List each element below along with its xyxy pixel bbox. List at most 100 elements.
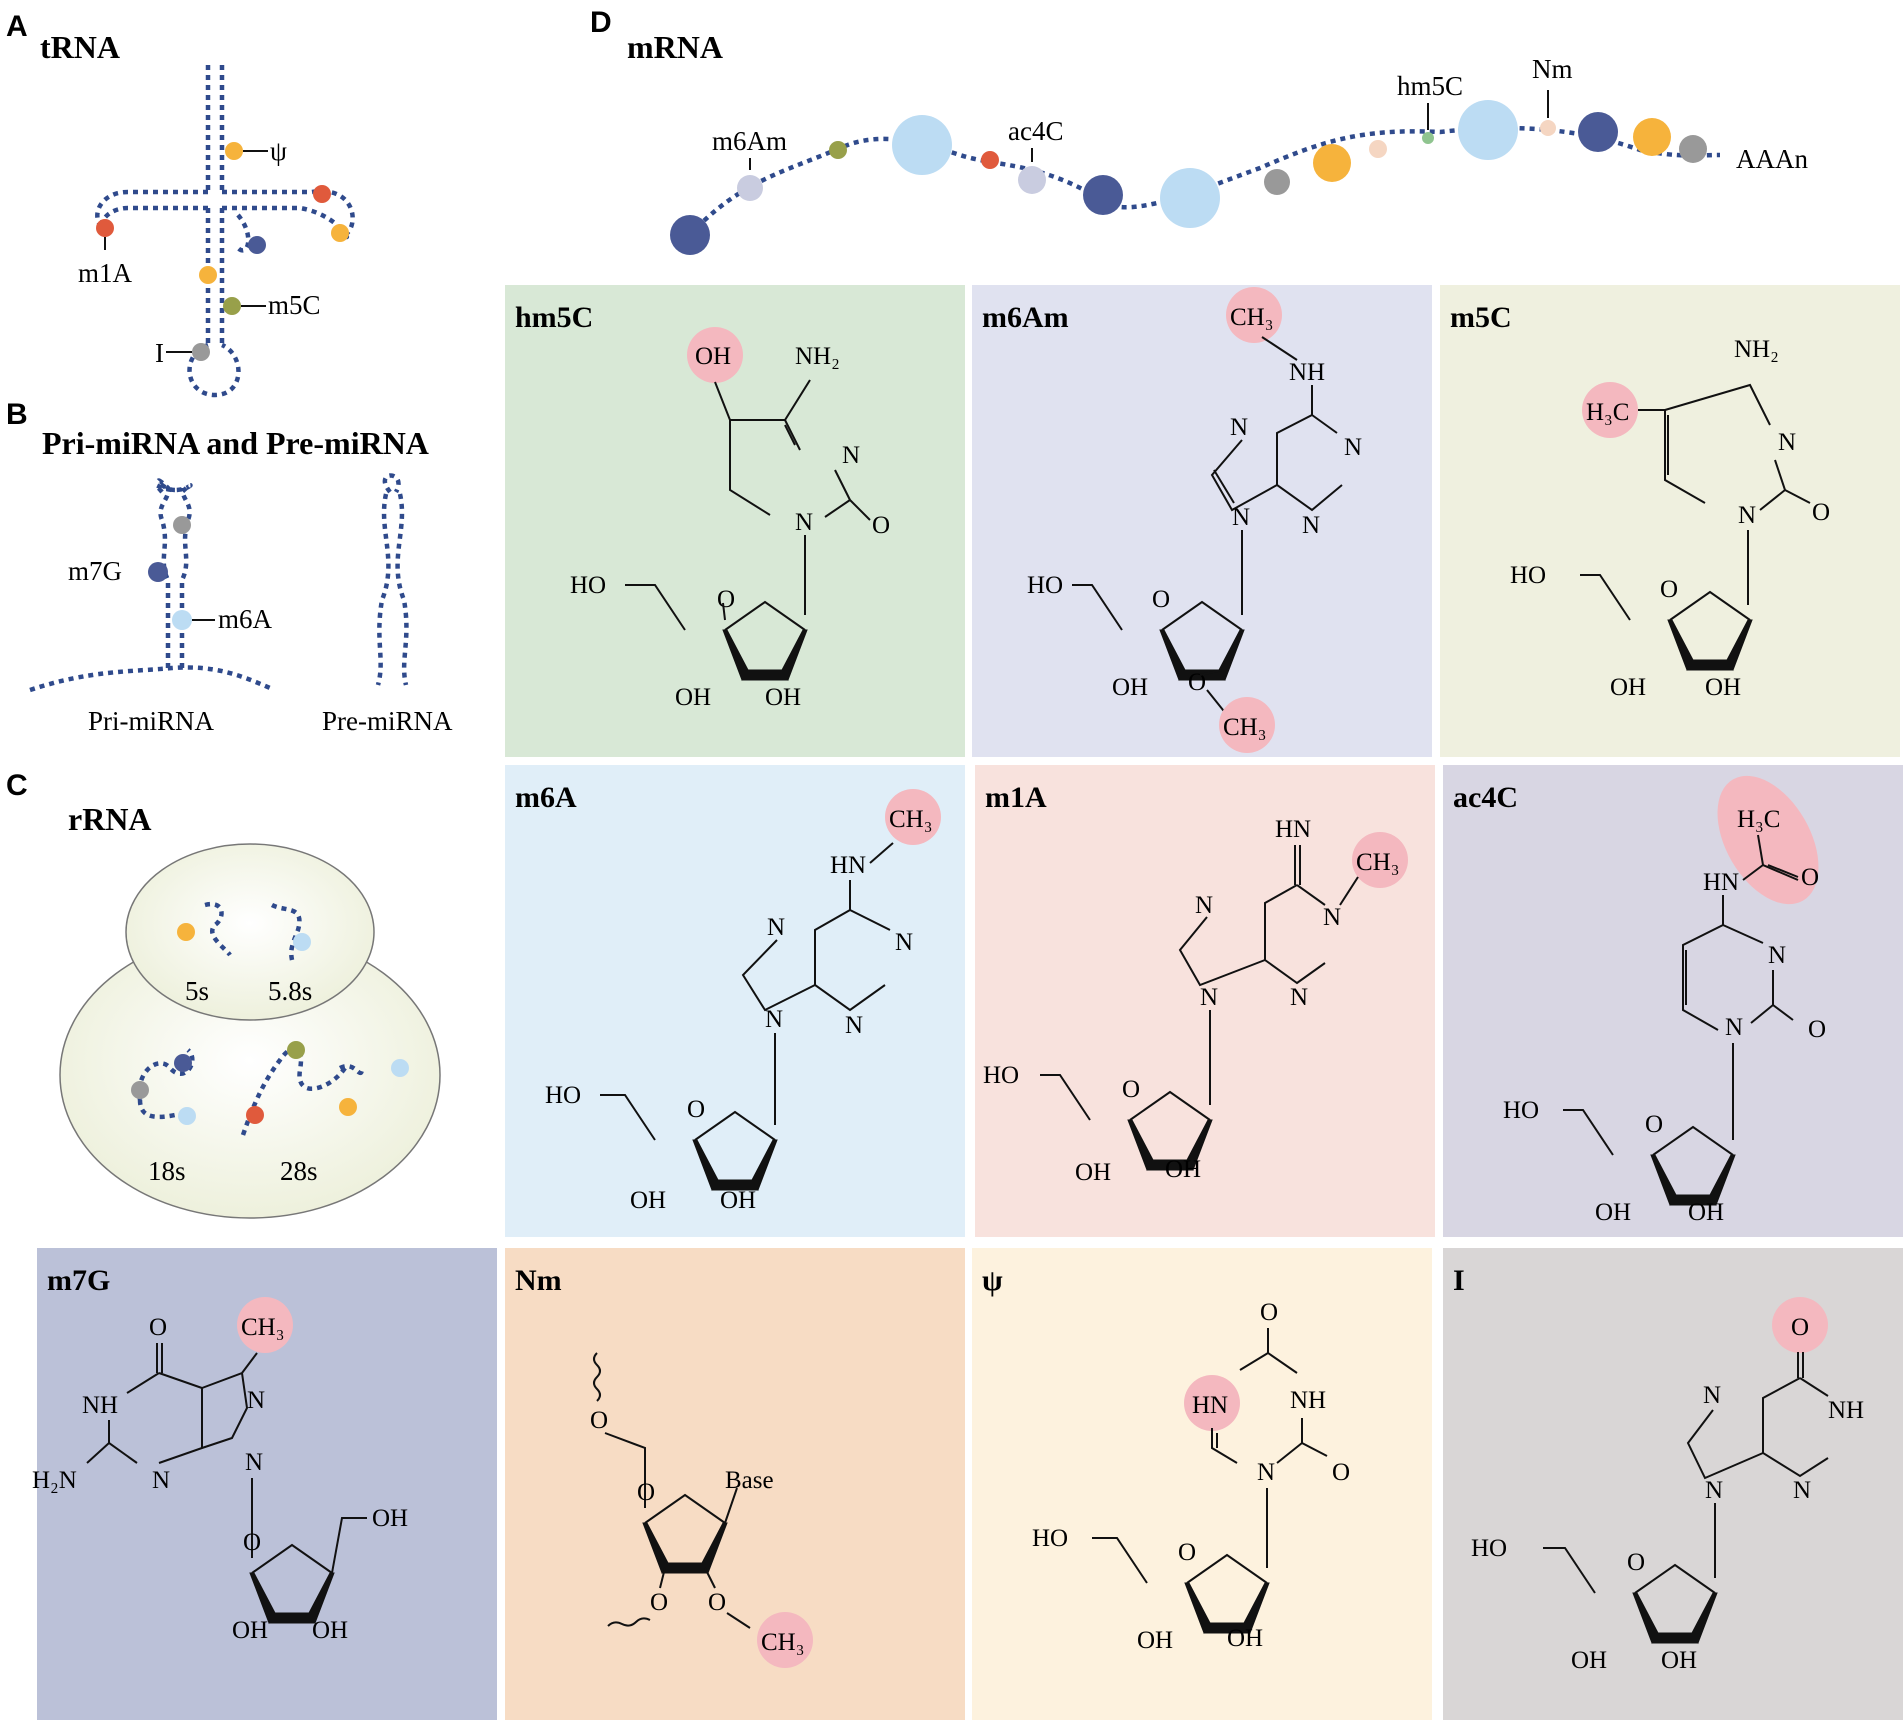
svg-text:OH: OH — [1705, 674, 1741, 701]
structure-title-m6a: m6A — [515, 781, 577, 814]
pre-mirna-label: Pre-miRNA — [322, 706, 453, 736]
structure-title-hm5c: hm5C — [515, 301, 593, 334]
svg-text:N: N — [842, 442, 860, 469]
svg-text:OH: OH — [312, 1617, 348, 1644]
svg-text:N: N — [1195, 892, 1213, 919]
svg-text:N: N — [1725, 1014, 1743, 1041]
svg-text:NH: NH — [1828, 1397, 1864, 1424]
panel-bg-nm — [505, 1248, 965, 1720]
highlight-ch3 — [757, 1612, 813, 1668]
svg-text:NH₂: NH₂ — [795, 343, 840, 370]
svg-text:N: N — [1323, 904, 1341, 931]
highlight-ch3 — [885, 789, 941, 845]
svg-text:H₃C: H₃C — [1586, 399, 1629, 426]
structure-title-nm: Nm — [515, 1264, 562, 1297]
svg-text:O: O — [1812, 499, 1830, 526]
svg-text:CH₃: CH₃ — [761, 1629, 804, 1656]
svg-text:N: N — [845, 1012, 863, 1039]
svg-text:HN: HN — [1275, 816, 1311, 843]
svg-text:HO: HO — [1510, 562, 1546, 589]
svg-text:CH₃: CH₃ — [889, 806, 932, 833]
svg-text:O: O — [1122, 1076, 1140, 1103]
svg-text:O: O — [650, 1589, 668, 1616]
trna-label-i: I — [155, 338, 164, 368]
highlight-ch3 — [1226, 287, 1282, 343]
trna-label-m1a: m1A — [78, 258, 133, 288]
structure-m6am: m6Am CH₃ NH N N N N O HO OH O CH₃ — [982, 287, 1362, 753]
svg-text:HN: HN — [830, 852, 866, 879]
svg-text:N: N — [1200, 984, 1218, 1011]
svg-text:O: O — [1332, 1459, 1350, 1486]
panel-a-trna: A tRNA ψ m1A m5C I — [6, 10, 355, 398]
svg-text:N: N — [1793, 1477, 1811, 1504]
svg-text:N: N — [1230, 414, 1248, 441]
svg-text:CH₃: CH₃ — [241, 1314, 284, 1341]
trna-title: tRNA — [40, 29, 120, 65]
svg-text:OH: OH — [675, 684, 711, 711]
svg-text:N: N — [247, 1387, 265, 1414]
svg-text:OH: OH — [1227, 1625, 1263, 1652]
svg-text:O: O — [872, 512, 890, 539]
highlight-acetyl — [1717, 775, 1819, 905]
panel-bg-ac4c — [1443, 765, 1903, 1237]
rrna-title: rRNA — [68, 801, 152, 837]
panel-bg-m6a — [505, 765, 965, 1237]
svg-text:N: N — [1232, 504, 1250, 531]
svg-text:N: N — [152, 1467, 170, 1494]
svg-text:O: O — [717, 586, 735, 613]
rrna-label-58s: 5.8s — [268, 976, 312, 1006]
svg-text:O: O — [1645, 1111, 1663, 1138]
pri-mirna-label: Pri-miRNA — [88, 706, 215, 736]
mrna-label-polya: AAAn — [1736, 144, 1808, 174]
mrna-label-hm5c: hm5C — [1397, 71, 1463, 101]
svg-text:OH: OH — [630, 1187, 666, 1214]
svg-text:OH: OH — [695, 343, 731, 370]
panel-bg-m5c — [1440, 285, 1900, 757]
svg-text:OH: OH — [1595, 1199, 1631, 1226]
svg-text:N: N — [765, 1006, 783, 1033]
svg-text:CH₃: CH₃ — [1356, 849, 1399, 876]
svg-text:NH: NH — [1289, 359, 1325, 386]
mrna-label-m6am: m6Am — [712, 126, 787, 156]
panel-b-mirna: B Pri-miRNA and Pre-miRNA m7G m6A Pri-mi… — [6, 398, 453, 736]
svg-text:OH: OH — [1610, 674, 1646, 701]
svg-text:H₃C: H₃C — [1737, 806, 1780, 833]
svg-text:O: O — [708, 1589, 726, 1616]
panel-c-rrna: C rRNA 5s 5.8s 18s 28s — [6, 769, 441, 1219]
mrna-label-nm: Nm — [1532, 54, 1573, 84]
panel-letter-d: D — [590, 6, 612, 39]
svg-text:N: N — [767, 914, 785, 941]
structure-m6a: m6A CH₃ HN N N N N O HO OH OH — [515, 781, 941, 1214]
svg-text:O: O — [1791, 1314, 1809, 1341]
highlight-ch3 — [237, 1297, 293, 1353]
svg-text:N: N — [795, 509, 813, 536]
svg-text:O: O — [1808, 1016, 1826, 1043]
svg-text:O: O — [1627, 1549, 1645, 1576]
svg-text:N: N — [1778, 429, 1796, 456]
structure-title-psi: ψ — [982, 1264, 1003, 1297]
mirna-label-m6a: m6A — [218, 604, 273, 634]
svg-text:OH: OH — [765, 684, 801, 711]
svg-text:O: O — [687, 1096, 705, 1123]
trna-label-m5c: m5C — [268, 290, 321, 320]
svg-text:HO: HO — [1503, 1097, 1539, 1124]
structure-title-m7g: m7G — [47, 1264, 110, 1297]
svg-text:N: N — [1705, 1477, 1723, 1504]
structure-panels — [37, 285, 1903, 1720]
svg-text:O: O — [243, 1529, 261, 1556]
svg-text:NH: NH — [1290, 1387, 1326, 1414]
svg-text:O: O — [149, 1314, 167, 1341]
highlight-oh — [687, 327, 743, 383]
svg-text:OH: OH — [1137, 1627, 1173, 1654]
svg-text:O: O — [1801, 864, 1819, 891]
svg-text:OH: OH — [1571, 1647, 1607, 1674]
svg-text:OH: OH — [1112, 674, 1148, 701]
svg-text:N: N — [1738, 502, 1756, 529]
svg-text:HO: HO — [983, 1062, 1019, 1089]
svg-text:OH: OH — [232, 1617, 268, 1644]
svg-text:H₂N: H₂N — [32, 1467, 77, 1494]
svg-text:CH₃: CH₃ — [1223, 714, 1266, 741]
svg-text:N: N — [1290, 984, 1308, 1011]
mrna-label-ac4c: ac4C — [1008, 116, 1063, 146]
svg-text:O: O — [590, 1407, 608, 1434]
